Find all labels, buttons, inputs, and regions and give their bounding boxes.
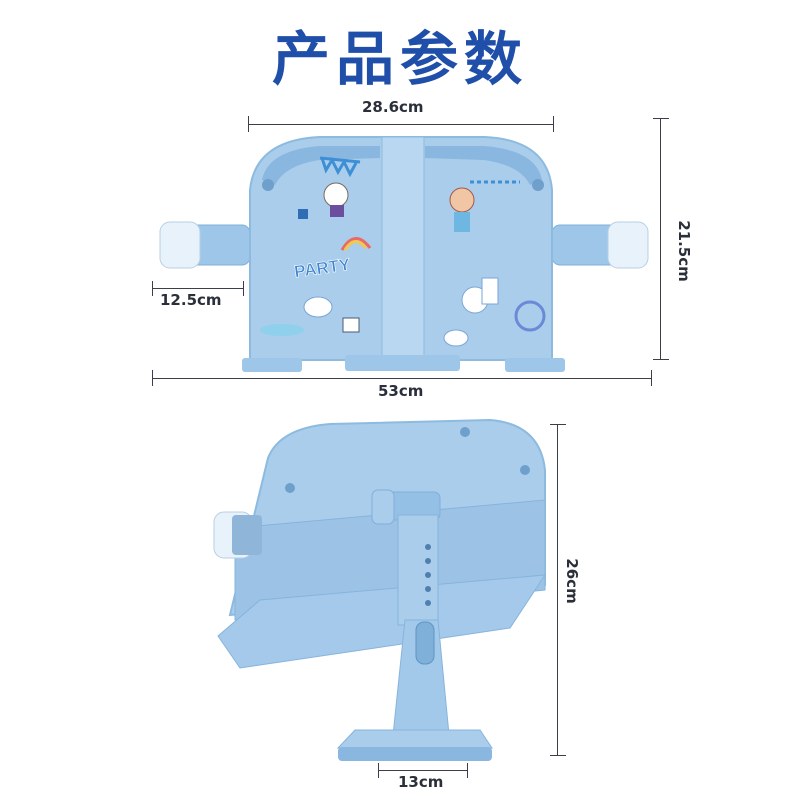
ghost-sticker: [443, 329, 469, 347]
dimension-height-front: 21.5cm: [675, 220, 693, 282]
gift-sticker: [298, 209, 308, 219]
bear-sticker: [323, 182, 349, 208]
ferris-wheel-sticker: [514, 300, 546, 332]
stand-base: [336, 729, 493, 749]
cloud-sticker-2: [260, 324, 304, 336]
dimension-line-top: [248, 124, 554, 125]
dimension-total-width: 53cm: [378, 382, 424, 400]
left-rim: [262, 146, 380, 185]
dimension-line-right: [660, 118, 661, 360]
screw-hole-icon: [532, 179, 544, 191]
dimension-height-stand: 26cm: [563, 558, 581, 604]
dimension-base-width: 13cm: [398, 773, 444, 791]
girl-body-sticker: [454, 212, 470, 232]
dimension-line-total: [152, 378, 652, 379]
page-title: 产品参数: [271, 25, 528, 93]
calendar-sticker: [342, 317, 360, 333]
front-view-stand: PARTY: [159, 136, 649, 372]
rainbow-sticker: [340, 237, 372, 251]
girl-sticker: [449, 187, 475, 213]
dimension-line-stand: [557, 424, 558, 756]
bear-body-sticker: [330, 205, 344, 217]
left-clip-end: [159, 221, 201, 269]
stand-base-edge: [338, 747, 492, 761]
screw-hole-icon: [262, 179, 274, 191]
stand-clip-body: [232, 515, 262, 555]
height-adjust-holes: [425, 544, 431, 606]
dimension-top-width: 28.6cm: [362, 98, 424, 116]
stand-tray: [217, 574, 546, 669]
bunting-sticker: [319, 156, 361, 178]
dimension-clip-width: 12.5cm: [160, 291, 222, 309]
cloud-sticker: [303, 296, 333, 318]
dimension-line-clip: [152, 288, 244, 289]
dimension-line-base: [378, 770, 468, 771]
right-rim: [425, 146, 542, 185]
house-sticker: [481, 277, 499, 305]
right-clip-end: [607, 221, 649, 269]
right-foot: [505, 358, 565, 372]
center-spine: [381, 136, 425, 368]
stand-view: [213, 418, 546, 761]
center-foot: [345, 355, 460, 371]
stand-pole-upper: [397, 514, 439, 626]
lock-button: [415, 621, 435, 665]
left-foot: [242, 358, 302, 372]
